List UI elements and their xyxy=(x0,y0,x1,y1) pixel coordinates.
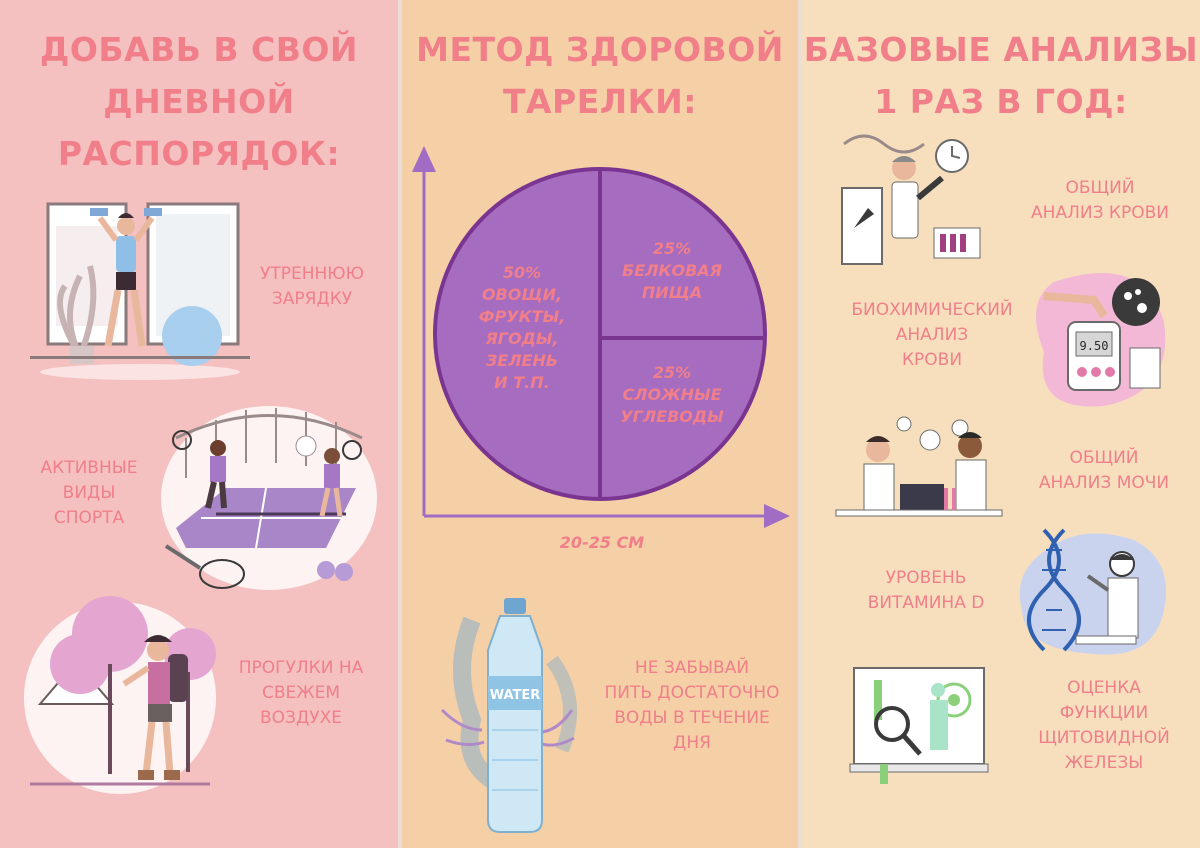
plate-diagram xyxy=(402,140,798,540)
annual-tests-title: БАЗОВЫЕ АНАЛИЗЫ 1 РАЗ В ГОД: xyxy=(802,24,1200,128)
blood-test-label: ОБЩИЙ АНАЛИЗ КРОВИ xyxy=(1031,178,1169,223)
annual-tests-panel: БАЗОВЫЕ АНАЛИЗЫ 1 РАЗ В ГОД: ОБЩИЙ АНАЛИ… xyxy=(802,0,1200,848)
title-line: ДОБАВЬ В СВОЙ xyxy=(39,30,359,69)
thyroid-test-label: ОЦЕНКА ФУНКЦИИ ЩИТОВИДНОЙ ЖЕЛЕЗЫ xyxy=(1038,678,1170,773)
title-line: БАЗОВЫЕ АНАЛИЗЫ xyxy=(803,30,1199,69)
title-line: МЕТОД ЗДОРОВОЙ xyxy=(416,30,784,69)
urine-test-illustration xyxy=(834,414,1004,524)
plate-size-label: 20-25 СМ xyxy=(559,533,645,552)
vitamin-d-illustration xyxy=(1014,520,1174,660)
biochemical-test-label: БИОХИМИЧЕСКИЙ АНАЛИЗ КРОВИ xyxy=(851,300,1013,370)
active-sports-label: АКТИВНЫЕ ВИДЫ СПОРТА xyxy=(40,458,138,528)
outdoor-walk-illustration xyxy=(20,584,220,794)
morning-exercise-label: УТРЕННЮЮ ЗАРЯДКУ xyxy=(259,264,364,309)
title-line: РАСПОРЯДОК: xyxy=(57,134,341,173)
healthy-plate-title: МЕТОД ЗДОРОВОЙ ТАРЕЛКИ: xyxy=(402,24,798,128)
title-line: 1 РАЗ В ГОД: xyxy=(874,82,1128,121)
thyroid-test-illustration xyxy=(844,664,994,790)
water-bottle-illustration: WATER xyxy=(432,580,592,840)
daily-routine-title: ДОБАВЬ В СВОЙ ДНЕВНОЙ РАСПОРЯДОК: xyxy=(0,24,398,180)
plate-protein-section: 25% БЕЛКОВАЯ ПИЩА xyxy=(622,239,722,302)
plate-carbs-section: 25% СЛОЖНЫЕ УГЛЕВОДЫ xyxy=(620,363,724,426)
daily-routine-panel: ДОБАВЬ В СВОЙ ДНЕВНОЙ РАСПОРЯДОК: УТРЕНН… xyxy=(0,0,398,848)
arrow-right-icon xyxy=(764,504,790,528)
title-line: ТАРЕЛКИ: xyxy=(503,82,697,121)
blood-test-illustration xyxy=(834,128,984,268)
outdoor-walk-label: ПРОГУЛКИ НА СВЕЖЕМ ВОЗДУХЕ xyxy=(238,658,364,728)
healthy-plate-panel: МЕТОД ЗДОРОВОЙ ТАРЕЛКИ: 50% ОВОЩИ, ФРУКТ… xyxy=(402,0,798,848)
water-reminder-label: НЕ ЗАБЫВАЙ ПИТЬ ДОСТАТОЧНО ВОДЫ В ТЕЧЕНИ… xyxy=(604,658,780,753)
plate-vegetables-section: 50% ОВОЩИ, ФРУКТЫ, ЯГОДЫ, ЗЕЛЕНЬ И Т.П. xyxy=(478,263,566,392)
active-sports-illustration xyxy=(156,398,382,594)
bottle-label-text: WATER xyxy=(490,688,541,703)
biochemical-test-illustration: 9.50 xyxy=(1024,262,1174,410)
title-line: ДНЕВНОЙ xyxy=(103,82,295,121)
vitamin-d-label: УРОВЕНЬ ВИТАМИНА D xyxy=(867,568,985,613)
arrow-up-icon xyxy=(412,146,436,172)
urine-test-label: ОБЩИЙ АНАЛИЗ МОЧИ xyxy=(1038,448,1170,493)
meter-reading-text: 9.50 xyxy=(1080,339,1109,353)
morning-exercise-illustration xyxy=(30,196,250,382)
